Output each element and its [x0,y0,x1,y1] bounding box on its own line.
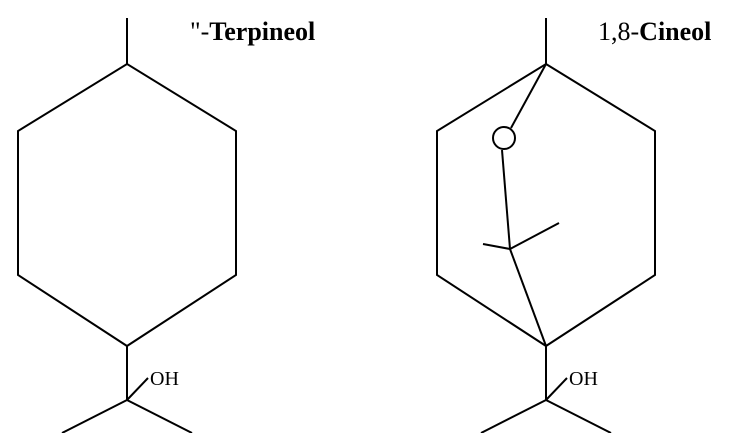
cineol-oxygen-atom [492,126,516,150]
cineol-oh-label: OH [569,368,598,390]
cineol-bridge-bond [509,248,547,347]
terpineol-ring [17,62,237,348]
cineol-lower-left-bond [480,399,547,433]
cineol-title-prefix: 1,8- [598,17,639,46]
terpineol-oh-label: OH [150,368,179,390]
terpineol-title-prefix: "- [190,17,209,46]
cineol-title-name: Cineol [639,17,711,46]
cineol-structure: OH 1,8-Cineol [436,17,711,433]
cineol-oxygen-upper-bond [510,63,547,129]
cineol-left-methyl-bond [482,243,511,250]
cineol-title: 1,8-Cineol [598,17,711,46]
cineol-ring [436,62,656,348]
cineol-oh-bond [545,377,568,401]
terpineol-left-methyl-bond [61,399,128,433]
cineol-lower-right-bond [545,399,612,433]
cineol-oxygen-lower-bond [501,149,511,250]
terpineol-title-name: Terpineol [209,17,315,46]
terpineol-right-methyl-bond [126,399,193,433]
cineol-right-methyl-bond [509,222,560,250]
terpineol-structure: OH "-Terpineol [17,17,315,433]
terpineol-title: "-Terpineol [190,17,315,46]
terpineol-oh-bond [126,377,149,401]
